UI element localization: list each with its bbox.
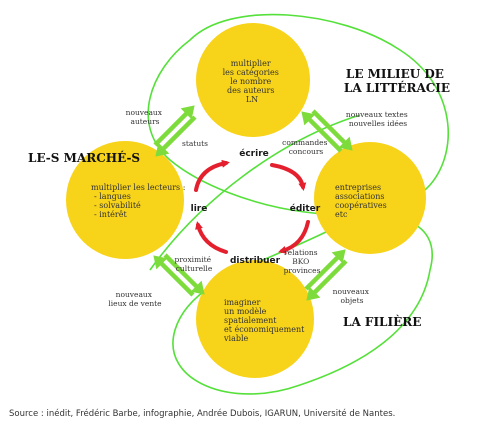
verb-ecrire: écrire <box>239 148 269 159</box>
circle-right <box>314 142 426 254</box>
arrow-bottom-left <box>153 253 205 297</box>
cycle-arrow-ecrire-editer <box>270 163 307 191</box>
cycle-arrow-distribuer-lire <box>195 221 228 254</box>
circle-right-text: entreprises associations coopératives et… <box>335 183 389 219</box>
circle-left <box>66 141 184 259</box>
label-nouveaux-auteurs: nouveaux auteurs <box>126 108 165 126</box>
title-filiere: LA FILIÈRE <box>343 314 421 329</box>
label-nouveaux-lieux: nouveaux lieux de vente <box>108 290 162 308</box>
cycle-arrows <box>194 159 310 254</box>
arrow-top-left <box>153 105 197 157</box>
title-milieu: LE MILIEU DE LA LITTÉRACIE <box>344 67 450 95</box>
circle-bottom <box>196 260 314 378</box>
source-caption: Source : inédit, Frédéric Barbe, infogra… <box>9 409 396 419</box>
arrow-bottom-right <box>304 249 348 301</box>
label-nouveaux-textes: nouveaux textes nouvelles idées <box>346 110 410 128</box>
loop-line-lower <box>172 216 433 395</box>
label-nouveaux-objets: nouveaux objets <box>333 287 372 305</box>
cycle-arrow-lire-ecrire <box>194 159 230 192</box>
verb-lire: lire <box>191 204 208 214</box>
loop-line-upper <box>147 13 449 216</box>
label-relations: relations BKO provinces <box>284 248 321 275</box>
circle-left-text: multiplier les lecteurs : - langues - so… <box>91 183 188 219</box>
verb-editer: éditer <box>290 203 321 214</box>
label-proximite: proximité culturelle <box>175 255 214 273</box>
cycle-arrow-editer-distribuer <box>278 220 310 254</box>
link-arrows <box>153 105 353 301</box>
circle-bottom-text: imaginer un modèle spatialement et écono… <box>223 298 307 343</box>
circle-top <box>196 23 310 137</box>
circle-top-text: multiplier les catégories le nombre des … <box>223 59 282 104</box>
title-marches: LE-S MARCHÉ-S <box>28 150 140 165</box>
label-commandes: commandes concours <box>282 138 330 156</box>
arrow-top-right <box>301 109 353 153</box>
label-statuts: statuts <box>182 139 208 148</box>
verb-distribuer: distribuer <box>230 256 281 266</box>
